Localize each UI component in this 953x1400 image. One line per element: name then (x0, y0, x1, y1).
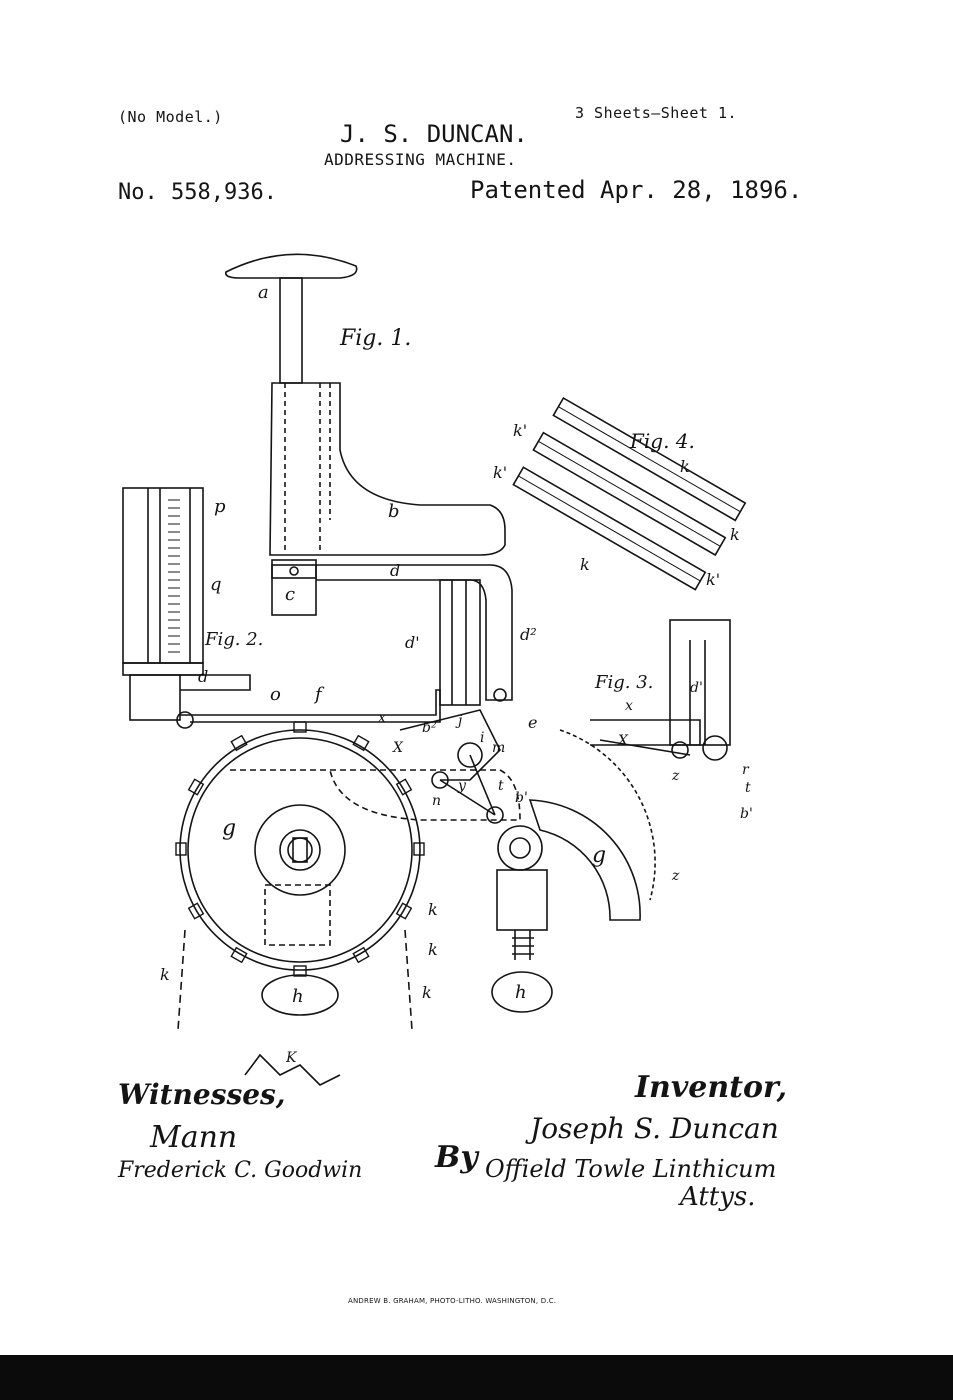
label-h-right: h (515, 982, 527, 1003)
label-i: i (480, 730, 484, 746)
label-j: j (455, 713, 463, 729)
wheel-g-left (179, 729, 421, 971)
printer-credit: ANDREW B. GRAHAM, PHOTO-LITHO. WASHINGTO… (348, 1297, 557, 1305)
patent-title: ADDRESSING MACHINE. (324, 150, 517, 169)
attorney-signature: Offield Towle Linthicum (485, 1155, 777, 1183)
fig2-label: Fig. 2. (204, 629, 263, 650)
label-c: c (285, 584, 295, 605)
plunger-stem (279, 277, 303, 384)
attorney-suffix: Attys. (680, 1182, 756, 1212)
label-k1-fig4c: k' (706, 570, 720, 589)
fig4-rails (512, 396, 747, 591)
witness-signature-1: Mann (150, 1120, 238, 1155)
label-f: f (313, 684, 325, 705)
witness-signature-2: Frederick C. Goodwin (118, 1158, 363, 1183)
label-d1-fig3: d' (690, 680, 703, 696)
foot-h-right (491, 971, 553, 1013)
label-b1-fig3: b' (740, 806, 753, 822)
label-d-fig2: d (198, 667, 208, 686)
label-b1: b' (515, 790, 528, 806)
inventor-name: J. S. DUNCAN. (340, 120, 528, 148)
attorney-prefix: By (435, 1140, 478, 1175)
model-note: (No Model.) (118, 108, 223, 126)
label-t: t (498, 778, 504, 794)
label-k-fig4b: k (730, 525, 740, 544)
label-k-fig4c: k (580, 555, 590, 574)
bracket-d (316, 564, 513, 701)
label-d2: d² (520, 625, 537, 644)
chain-k (177, 929, 413, 1031)
patent-number: No. 558,936. (118, 180, 277, 205)
label-k3: k (422, 983, 432, 1002)
frame (230, 769, 521, 821)
fig1-label: Fig. 1. (339, 326, 411, 351)
label-d1: d' (405, 633, 420, 652)
patent-date: Patented Apr. 28, 1896. (470, 176, 803, 204)
label-t-fig3: t (745, 780, 751, 796)
label-k2: k (428, 940, 438, 959)
inventor-signature: Joseph S. Duncan (530, 1112, 779, 1145)
label-y: y (457, 778, 467, 794)
post-d1 (439, 579, 481, 706)
plunger-knob (224, 253, 358, 279)
box-c (271, 564, 317, 616)
feed-bar-f (180, 689, 441, 723)
label-q: q (210, 574, 222, 595)
witnesses-heading: Witnesses, (118, 1078, 286, 1111)
label-k1-fig4a: k' (513, 421, 527, 440)
inventor-heading: Inventor, (635, 1070, 788, 1105)
label-k1-fig4b: k' (493, 463, 507, 482)
label-X: X (392, 740, 404, 756)
label-z1: z (671, 768, 680, 784)
fig4-label: Fig. 4. (629, 429, 695, 453)
label-p: p (214, 496, 226, 517)
label-g-left: g (222, 816, 236, 841)
label-b2: b² (422, 720, 437, 736)
label-o: o (270, 684, 281, 705)
label-n: n (432, 793, 441, 809)
linkage (399, 709, 501, 781)
magazine-fig2 (122, 487, 204, 664)
label-e: e (528, 713, 537, 732)
label-x: x (378, 710, 386, 726)
scan-edge-bar (0, 1355, 953, 1400)
sheet-count: 3 Sheets—Sheet 1. (575, 104, 738, 122)
label-k1: k (428, 900, 438, 919)
foot-h-left (261, 974, 339, 1016)
label-k-fig4a: k (680, 457, 690, 476)
label-r: r (742, 762, 750, 778)
label-k4: k (160, 965, 170, 984)
housing-b (269, 382, 506, 556)
label-x-fig3: x (625, 698, 633, 714)
label-z2: z (671, 868, 680, 884)
label-g-right: g (592, 843, 606, 868)
fig3-label: Fig. 3. (594, 672, 653, 693)
label-K: K (285, 1050, 298, 1066)
label-m: m (492, 740, 505, 756)
label-b: b (388, 501, 400, 522)
label-h-left: h (292, 986, 304, 1007)
wheel-g-right (528, 799, 641, 921)
label-X-fig3: X (617, 733, 629, 749)
label-a: a (258, 282, 269, 303)
label-d: d (390, 561, 400, 580)
chain-detail (244, 1053, 341, 1086)
wheel-teeth-left (175, 721, 425, 977)
